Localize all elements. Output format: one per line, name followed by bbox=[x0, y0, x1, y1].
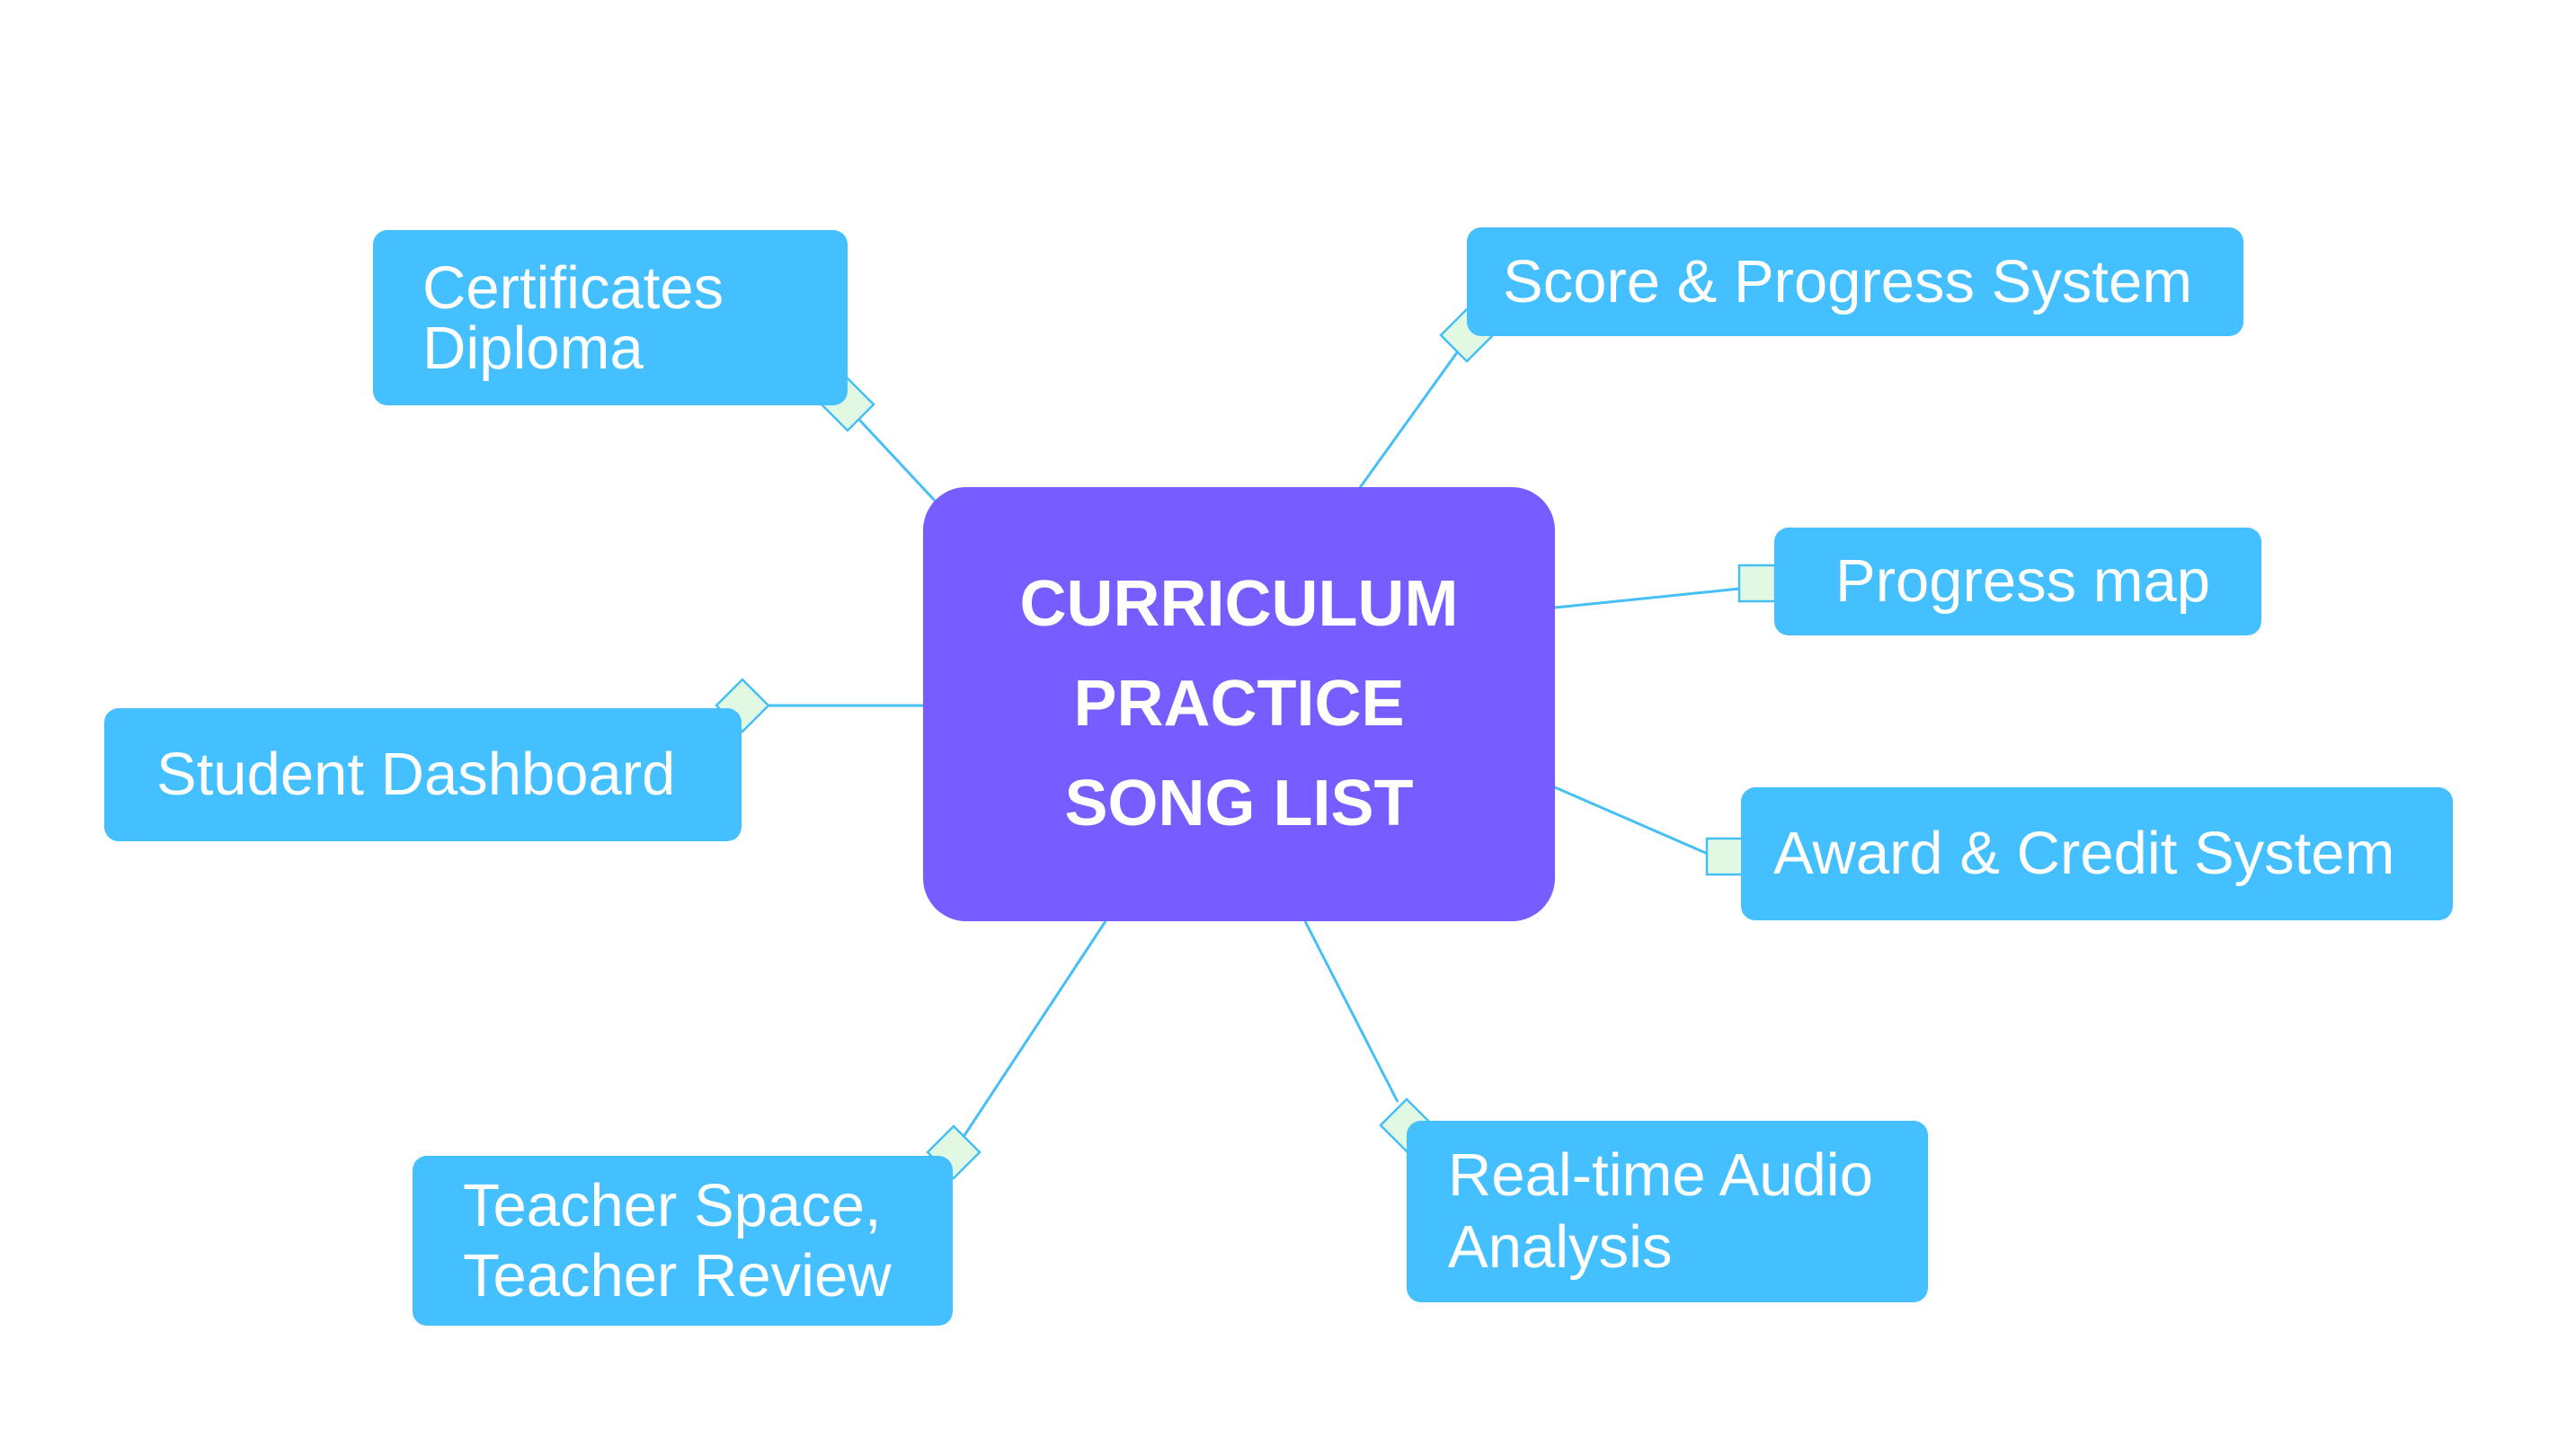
central-topic-line-2: PRACTICE bbox=[1073, 668, 1405, 740]
node-audio-line-2: Analysis bbox=[1448, 1213, 1673, 1281]
node-teacher-line-2: Teacher Review bbox=[463, 1241, 892, 1310]
node-progress-map-label: Progress map bbox=[1835, 547, 2211, 615]
node-student-dashboard[interactable]: Student Dashboard bbox=[104, 708, 742, 841]
central-topic-line-1: CURRICULUM bbox=[1019, 568, 1459, 640]
node-award-credit-system[interactable]: Award & Credit System bbox=[1741, 787, 2453, 920]
node-certificates-line-2: Diploma bbox=[422, 314, 644, 382]
connector-certificates bbox=[846, 405, 937, 502]
connector-endpoint-award-credit bbox=[1705, 837, 1745, 876]
node-score-progress-label: Score & Progress System bbox=[1503, 247, 2193, 315]
connector-progress-map bbox=[1554, 587, 1740, 609]
connector-score-progress bbox=[1357, 338, 1469, 490]
connector-award-credit bbox=[1554, 786, 1709, 856]
node-score-progress-system[interactable]: Score & Progress System bbox=[1467, 227, 2243, 336]
node-realtime-audio-analysis[interactable]: Real-time Audio Analysis bbox=[1407, 1121, 1928, 1302]
node-certificates-line-1: Certificates bbox=[422, 253, 724, 322]
central-topic-line-3: SONG LIST bbox=[1064, 768, 1414, 839]
node-award-credit-label: Award & Credit System bbox=[1773, 820, 2395, 887]
node-audio-line-1: Real-time Audio bbox=[1448, 1141, 1873, 1209]
node-certificates-diploma[interactable]: Certificates Diploma bbox=[373, 230, 848, 405]
connector-endpoint-progress-map bbox=[1737, 564, 1777, 603]
node-teacher-line-1: Teacher Space, bbox=[463, 1171, 882, 1239]
node-progress-map[interactable]: Progress map bbox=[1774, 528, 2261, 635]
node-student-dashboard-label: Student Dashboard bbox=[156, 741, 676, 808]
connector-teacher bbox=[953, 920, 1107, 1151]
connector-audio bbox=[1303, 920, 1399, 1103]
central-topic[interactable]: CURRICULUM PRACTICE SONG LIST bbox=[923, 487, 1555, 921]
node-teacher-space-review[interactable]: Teacher Space, Teacher Review bbox=[413, 1156, 953, 1326]
